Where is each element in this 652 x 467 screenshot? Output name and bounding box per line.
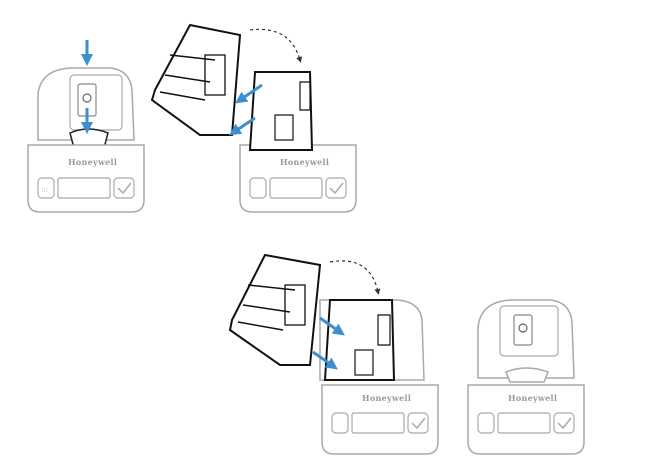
insert-arrow-icon: [235, 83, 263, 104]
insert-arrow-icon: [319, 316, 345, 336]
printer-step3: Honeywell: [312, 299, 439, 455]
checkmark-icon: [329, 182, 344, 195]
keypad-icon: [331, 412, 349, 434]
keypad-icon: [37, 177, 55, 199]
battery-step3: [228, 253, 381, 366]
keypad-icon: [477, 412, 495, 434]
printer-step2: Honeywell: [229, 71, 357, 213]
brand-label-2: Honeywell: [280, 157, 329, 167]
brand-label-1: Honeywell: [68, 157, 117, 167]
checkmark-icon: [411, 417, 426, 430]
brand-label-4: Honeywell: [508, 393, 557, 403]
printer-step4: Honeywell: [467, 299, 585, 455]
brand-label-3: Honeywell: [362, 393, 411, 403]
checkmark-icon: [557, 417, 572, 430]
insert-arrow-icon: [312, 350, 338, 370]
keypad-icon: [249, 177, 267, 199]
svg-text::::: :::: [41, 186, 48, 194]
checkmark-icon: [117, 182, 132, 195]
curved-dashed-arrow-icon: [329, 260, 381, 295]
printer-step1: Honeywell :::: [27, 40, 145, 213]
curved-dashed-arrow-icon: [249, 28, 303, 63]
insert-arrow-icon: [229, 116, 256, 136]
